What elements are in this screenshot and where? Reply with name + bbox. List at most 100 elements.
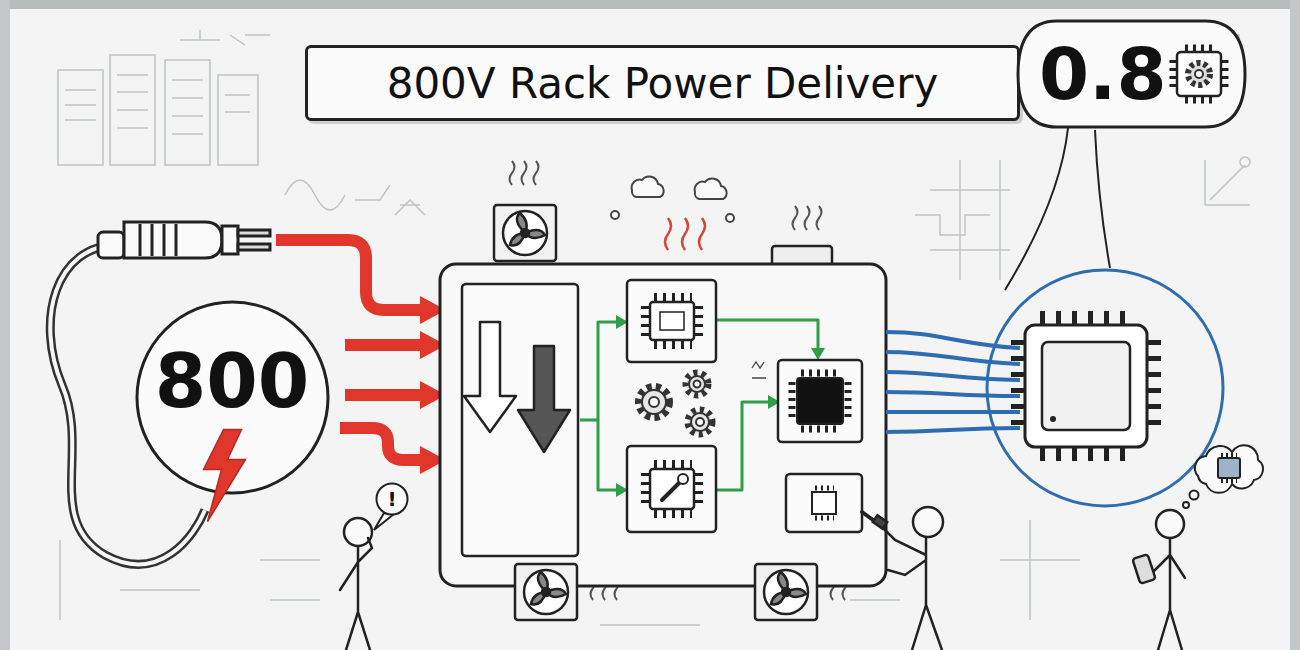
step-down-arrows	[464, 322, 570, 452]
cooling-fan	[764, 570, 808, 614]
stick-figure	[1132, 554, 1155, 584]
gears	[696, 418, 704, 426]
input-power-arrows	[345, 389, 424, 401]
node-text: 0.8	[1039, 38, 1167, 110]
output-wires	[886, 352, 1020, 364]
gears	[691, 413, 709, 431]
gears	[642, 390, 666, 414]
background-doodles	[395, 200, 425, 215]
whiteboard-frame	[1290, 0, 1300, 650]
regulator-chip	[678, 474, 688, 484]
thought-bubble	[1183, 445, 1263, 508]
background-doodles	[1240, 157, 1250, 167]
background-doodles	[285, 180, 390, 210]
steam-clouds	[611, 176, 734, 222]
power-flow-arrows	[716, 402, 770, 490]
power-flow-arrows	[580, 322, 618, 420]
whiteboard-frame	[0, 0, 1300, 9]
step-down-arrows	[518, 346, 570, 452]
gpu-chip	[1025, 325, 1147, 447]
controller-chip	[654, 293, 692, 301]
node-text: 800	[155, 344, 309, 418]
circle-outline	[377, 484, 408, 515]
controller-chip	[650, 302, 694, 340]
controller-chip	[660, 312, 684, 330]
thought-bubble	[1221, 479, 1237, 483]
bubble-outline	[1185, 45, 1215, 52]
power-stage-chip	[789, 382, 796, 422]
power-flow-arrows	[598, 420, 618, 490]
cooling-fan	[771, 572, 806, 605]
heat-squiggles	[793, 206, 822, 230]
background-doodles	[218, 75, 258, 165]
cooling-fan	[494, 205, 556, 261]
stick-figure	[340, 518, 372, 650]
cooling-fan	[542, 588, 550, 596]
power-flow-arrows	[716, 320, 818, 350]
regulator-chip	[662, 482, 680, 500]
gears	[689, 376, 705, 392]
output-wires	[886, 332, 1020, 432]
heat-waves	[665, 218, 705, 250]
stick-figure	[873, 515, 887, 528]
background-doodles	[65, 75, 250, 134]
gears	[686, 373, 708, 395]
bubble-outline	[1185, 97, 1215, 104]
bubble-outline	[1222, 60, 1229, 90]
thought-bubble	[1190, 491, 1199, 500]
stick-figure	[880, 525, 942, 650]
converter-housing	[440, 264, 886, 586]
gpu-chip	[1011, 340, 1025, 432]
power-plug	[124, 222, 222, 258]
stick-figure	[862, 507, 943, 650]
thought-bubble	[1183, 502, 1189, 508]
background-doodles	[930, 160, 1010, 280]
background-doodles	[165, 60, 210, 165]
cooling-fan	[531, 572, 566, 605]
gears	[639, 387, 669, 417]
steam-clouds	[632, 176, 664, 197]
stick-figure	[1132, 510, 1185, 650]
title-text: 800V Rack Power Delivery	[387, 59, 939, 108]
cooling-fan	[503, 211, 547, 255]
output-wires	[886, 410, 1020, 414]
controller-chip	[641, 306, 649, 338]
node-text: !	[387, 489, 396, 509]
regulator-chip	[695, 473, 703, 505]
gears	[639, 373, 712, 434]
controller-chip	[627, 280, 716, 362]
stick-figure	[344, 518, 372, 546]
power-stage-chip	[845, 382, 852, 422]
power-stage-chip	[778, 360, 862, 442]
input-power-arrows	[340, 428, 424, 460]
regulator-chip	[627, 446, 716, 532]
power-stage-chip	[797, 378, 843, 424]
voltage-bubble: 0.8	[1015, 18, 1247, 130]
controller-chip	[654, 341, 692, 349]
small-chip	[815, 486, 834, 491]
power-stage-chip	[801, 426, 841, 433]
bubble-outline	[1188, 63, 1210, 85]
power-plug	[222, 226, 238, 254]
heat-waves	[665, 218, 705, 250]
bubble-outline	[1195, 70, 1203, 78]
steam-clouds	[611, 211, 619, 219]
bubble-outline	[1177, 52, 1221, 96]
thought-bubble	[1221, 453, 1237, 457]
gpu-chip	[1147, 340, 1161, 432]
gpu-chip	[1050, 416, 1056, 422]
cooling-fan	[510, 213, 545, 246]
output-wires	[886, 392, 1020, 396]
speech-bubble: !	[375, 482, 409, 516]
cooling-fan	[524, 570, 568, 614]
focus-circle	[987, 270, 1223, 506]
output-wires	[886, 372, 1020, 380]
regulator-chip	[650, 469, 694, 509]
power-plug	[238, 244, 270, 250]
power-stage-chip	[778, 360, 862, 442]
flow-arrowheads	[811, 348, 825, 360]
circle-bolt-outline	[203, 430, 245, 522]
small-chip	[786, 474, 862, 532]
whiteboard-frame	[0, 0, 10, 650]
